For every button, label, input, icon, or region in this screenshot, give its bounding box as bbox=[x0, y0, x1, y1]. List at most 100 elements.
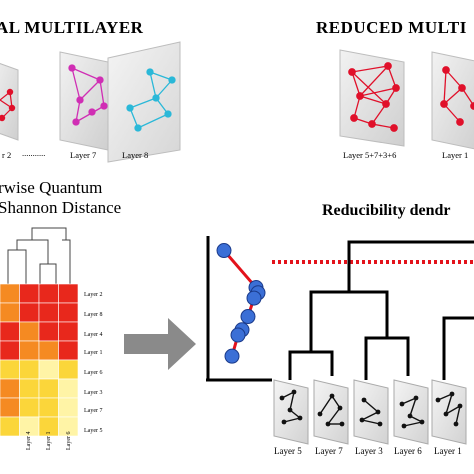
reduced-multilayer-title: REDUCED MULTI bbox=[316, 18, 467, 37]
heatmap-row-label: Layer 2 bbox=[84, 292, 103, 298]
leaf-graph-edge bbox=[363, 399, 379, 413]
curve-point bbox=[216, 243, 232, 259]
reduced-layer-5736-label: Layer 5+7+3+6 bbox=[343, 150, 397, 160]
dendrogram-leaf-label: Layer 5 bbox=[274, 446, 302, 456]
arrow-right-icon bbox=[124, 318, 196, 370]
heatmap-cell bbox=[0, 359, 20, 380]
heatmap-column-dendrogram bbox=[7, 227, 71, 284]
heatmap-cell bbox=[19, 321, 40, 342]
leaf-graph-node bbox=[399, 401, 405, 407]
heatmap-row-label: Layer 8 bbox=[84, 312, 103, 318]
pairwise-distance-title-line2: Shannon Distance bbox=[0, 198, 122, 217]
heatmap-cell bbox=[0, 340, 20, 361]
heatmap-cell bbox=[58, 302, 79, 323]
dendrogram-leaf-panel bbox=[353, 379, 389, 445]
leaf-graph-node bbox=[325, 421, 331, 427]
heatmap-cell bbox=[38, 283, 59, 304]
original-layer-2-label: r 2 bbox=[2, 150, 12, 160]
heatmap-cell bbox=[58, 416, 79, 437]
leaf-graph-edge bbox=[409, 397, 417, 417]
heatmap-row-label: Layer 5 bbox=[84, 428, 103, 434]
leaf-graph-node bbox=[375, 409, 381, 415]
original-layer-7-panel bbox=[59, 51, 109, 151]
leaf-graph-node bbox=[279, 395, 285, 401]
leaf-graph-edge bbox=[361, 411, 379, 421]
leaf-graph-node bbox=[287, 407, 293, 413]
leaf-graph-edge bbox=[319, 395, 333, 415]
leaf-graph-node bbox=[419, 419, 425, 425]
heatmap-cell bbox=[19, 302, 40, 323]
original-layer-8-label: Layer 8 bbox=[122, 150, 149, 160]
leaf-graph-node bbox=[401, 423, 407, 429]
dendrogram-leaf-label: Layer 1 bbox=[434, 446, 462, 456]
leaf-graph-node bbox=[443, 411, 449, 417]
original-ellipsis-label: ........... bbox=[22, 148, 46, 158]
leaf-graph-edge bbox=[455, 405, 461, 425]
leaf-graph-edge bbox=[361, 419, 381, 425]
leaf-graph-node bbox=[435, 397, 441, 403]
heatmap-cell bbox=[58, 340, 79, 361]
heatmap-cell bbox=[0, 378, 20, 399]
heatmap-col-label: Layer 1 bbox=[46, 431, 52, 451]
heatmap-cell bbox=[0, 283, 20, 304]
heatmap-cell bbox=[38, 302, 59, 323]
heatmap-cell bbox=[19, 378, 40, 399]
leaf-graph-node bbox=[453, 421, 459, 427]
leaf-graph-node bbox=[361, 397, 367, 403]
dendrogram-leaf-panel bbox=[313, 379, 349, 445]
heatmap-row-label: Layer 1 bbox=[84, 350, 103, 356]
leaf-graph-edge bbox=[403, 421, 423, 427]
leaf-graph-node bbox=[449, 391, 455, 397]
leaf-graph-node bbox=[339, 421, 345, 427]
leaf-graph-node bbox=[377, 421, 383, 427]
heatmap-cell bbox=[38, 340, 59, 361]
heatmap-cell bbox=[38, 321, 59, 342]
dendrogram-leaf-label: Layer 7 bbox=[315, 446, 343, 456]
leaf-graph-node bbox=[329, 393, 335, 399]
heatmap-cell bbox=[38, 397, 59, 418]
heatmap-cell bbox=[38, 378, 59, 399]
leaf-graph-edge bbox=[283, 417, 301, 423]
heatmap-cell bbox=[58, 359, 79, 380]
heatmap-cell bbox=[19, 397, 40, 418]
leaf-graph-node bbox=[297, 415, 303, 421]
leaf-graph-edge bbox=[401, 397, 417, 405]
heatmap-cell bbox=[0, 302, 20, 323]
leaf-graph-edge bbox=[289, 391, 295, 411]
heatmap-col-label: Layer 4 bbox=[26, 431, 32, 451]
reduced-layer-5736-panel bbox=[339, 49, 405, 147]
pairwise-distance-title-line1: rwise Quantum bbox=[0, 178, 103, 197]
leaf-graph-node bbox=[317, 411, 323, 417]
heatmap-cell bbox=[0, 416, 20, 437]
leaf-graph-node bbox=[413, 395, 419, 401]
original-multilayer-title: AL MULTILAYER bbox=[0, 18, 144, 37]
leaf-graph-node bbox=[281, 419, 287, 425]
curve-point bbox=[240, 309, 256, 325]
reducibility-dendrogram bbox=[288, 240, 474, 380]
heatmap-cell bbox=[19, 340, 40, 361]
leaf-graph-edge bbox=[331, 395, 341, 409]
heatmap-cell bbox=[19, 283, 40, 304]
heatmap-row-label: Layer 6 bbox=[84, 370, 103, 376]
leaf-graph-edge bbox=[445, 405, 461, 415]
heatmap-row-label: Layer 3 bbox=[84, 390, 103, 396]
heatmap-row-label: Layer 4 bbox=[84, 332, 103, 338]
heatmap-row-label: Layer 7 bbox=[84, 408, 103, 414]
leaf-graph-node bbox=[291, 389, 297, 395]
heatmap-cell bbox=[58, 397, 79, 418]
original-layer-2-panel bbox=[0, 63, 19, 141]
leaf-graph-node bbox=[457, 403, 463, 409]
leaf-graph-node bbox=[337, 405, 343, 411]
curve-point bbox=[230, 327, 246, 343]
reducibility-plot bbox=[206, 236, 272, 382]
heatmap-cell bbox=[19, 359, 40, 380]
dendrogram-leaf-label: Layer 6 bbox=[394, 446, 422, 456]
heatmap-cell bbox=[0, 321, 20, 342]
reduced-layer-1-label: Layer 1 bbox=[442, 150, 469, 160]
heatmap-cell bbox=[58, 321, 79, 342]
heatmap-cell bbox=[58, 283, 79, 304]
original-layer-8-panel bbox=[107, 41, 181, 163]
heatmap-cell bbox=[58, 378, 79, 399]
heatmap-col-label: Layer 6 bbox=[66, 431, 72, 451]
